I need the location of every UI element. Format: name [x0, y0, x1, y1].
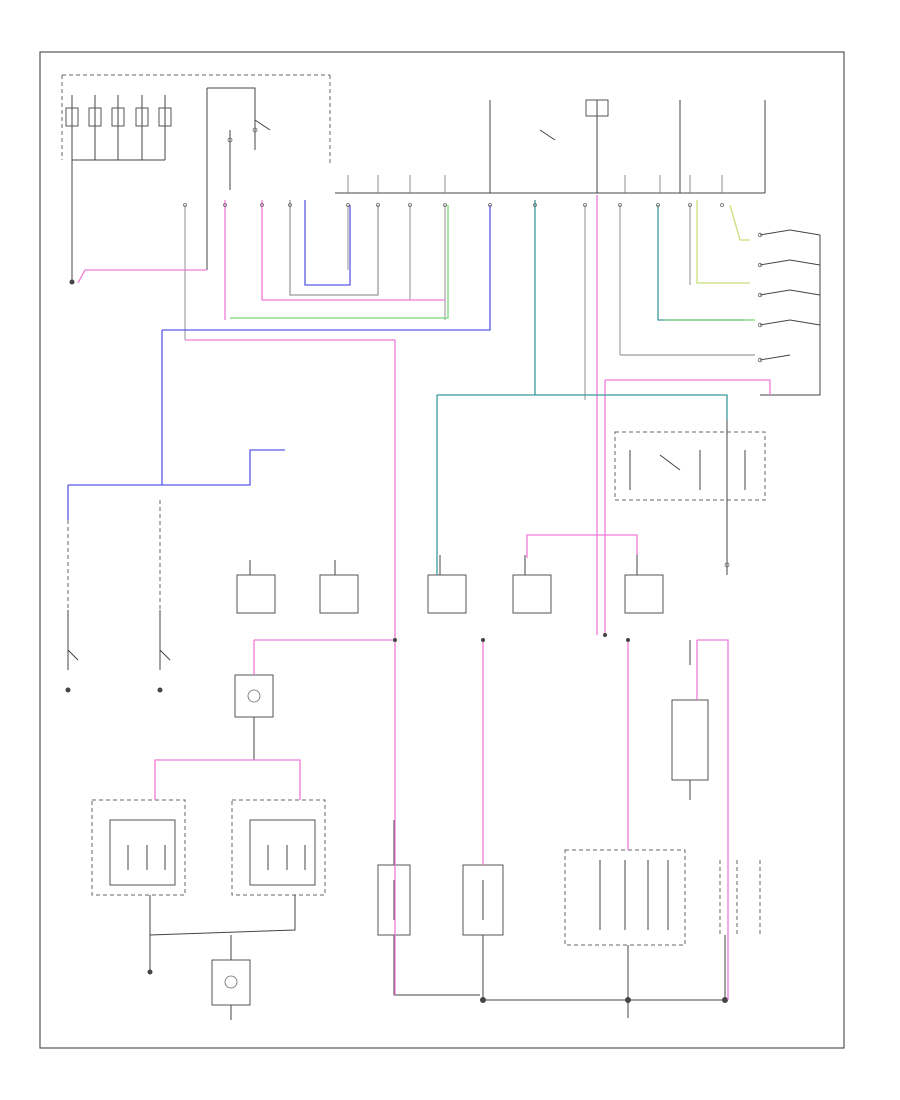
wire-lime-1: [696, 200, 750, 284]
connector-drops: [184, 205, 691, 400]
fuse-block: [61, 74, 331, 165]
wire-pink-4: [605, 379, 771, 395]
component-boxes-mid: [236, 555, 664, 614]
wire-gray-1: [289, 200, 379, 296]
left-lamp-assembly: [91, 799, 326, 975]
left-ground: [69, 160, 75, 285]
wire-green-1: [230, 205, 449, 319]
wire-pink-8: [154, 759, 301, 800]
lower-switches: [377, 820, 504, 936]
wire-pink-7: [526, 534, 638, 558]
wires-green: [230, 205, 755, 321]
wire-pink-1: [77, 269, 207, 284]
diagram-frame: [39, 51, 845, 1049]
wire-teal-1: [437, 200, 728, 420]
wire-blue-2: [162, 205, 491, 331]
wire-pink-3: [185, 339, 396, 995]
wire-blue-4: [68, 449, 285, 486]
left-switches: [65, 500, 171, 693]
relay-top: [206, 87, 271, 270]
wires-blue: [67, 200, 491, 520]
wire-lime-2: [729, 204, 750, 241]
bus-taps: [347, 175, 723, 193]
wires-pink: [77, 195, 771, 1000]
lower-right-module: [564, 849, 761, 946]
wire-pink-13: [697, 639, 729, 1000]
wire-pink-2: [224, 200, 445, 320]
wire-blue-1: [304, 200, 351, 286]
ground-right: [671, 640, 709, 800]
lamp-lower: [211, 935, 251, 1020]
main-bus: [335, 99, 766, 194]
lamp-upper: [234, 674, 274, 760]
mirror-switch: [757, 229, 821, 396]
wires-lime: [696, 200, 750, 284]
ground-bus-bottom: [393, 935, 728, 1018]
control-module: [614, 420, 766, 575]
wire-teal-3: [657, 205, 745, 321]
wires-gray: [289, 200, 755, 356]
connector-pins: [183, 203, 724, 642]
wires-teal: [436, 200, 745, 575]
